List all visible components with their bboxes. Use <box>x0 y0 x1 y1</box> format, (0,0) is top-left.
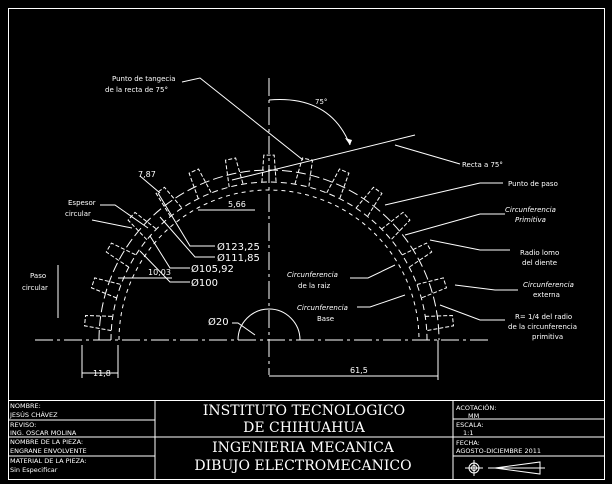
label-circular-pitch-2: circular <box>22 284 48 292</box>
label-root-radius-2: del diente <box>522 259 557 267</box>
dim-100: Ø100 <box>191 277 218 289</box>
pitch-circle <box>98 169 440 341</box>
label-root-radius-1: Radio lomo <box>520 249 559 257</box>
label-base-circle-1: Circunferencia <box>297 304 348 312</box>
tb-material-value: Sin Especificar <box>10 466 58 474</box>
leader-tooth-thickness <box>100 204 149 229</box>
gear-tooth <box>90 277 122 299</box>
leader-111 <box>159 216 215 258</box>
root-circle <box>110 181 428 341</box>
dim-1003: 10,03 <box>148 268 171 277</box>
gear-tooth <box>188 168 212 199</box>
dim-118: 11,8 <box>93 369 111 378</box>
gear-tooth <box>155 186 183 217</box>
label-tooth-thickness-2: circular <box>65 210 91 218</box>
label-tangent-point-2: de la recta de 75° <box>105 86 168 94</box>
leader-fillet-radius <box>439 304 505 321</box>
leader-root-radius <box>429 239 510 251</box>
dim-566: 5,66 <box>228 200 246 209</box>
label-circular-pitch-1: Paso <box>30 272 46 280</box>
dim-111: Ø111,85 <box>217 252 260 264</box>
gear-tooth <box>224 157 244 188</box>
leader-line75 <box>394 144 461 165</box>
projection-symbol <box>465 460 545 476</box>
leader-pitch-point <box>384 182 503 206</box>
tb-course: DIBUJO ELECTROMECANICO <box>194 458 411 474</box>
gear-tooth <box>326 168 350 199</box>
leader-123 <box>157 192 215 247</box>
label-base-circle-2: Base <box>317 315 334 323</box>
label-fillet-radius-3: primitiva <box>532 333 563 341</box>
tb-acotacion-label: ACOTACIÓN: <box>456 403 496 412</box>
gear-tooth <box>416 277 448 299</box>
tb-nombre-label: NOMBRE: <box>10 402 41 410</box>
label-outer-circle-1: Circunferencia <box>523 281 574 289</box>
leader-root-circle <box>350 264 396 279</box>
tb-reviso-label: REVISO: <box>10 421 36 429</box>
gear-tooth <box>261 154 277 183</box>
dim-105: Ø105,92 <box>191 263 234 275</box>
label-fillet-radius-1: R= 1/4 del radio <box>515 313 572 321</box>
tb-nombre-value: JESÚS CHÁVEZ <box>9 410 58 419</box>
label-tangent-point-1: Punto de tangecia <box>112 75 176 83</box>
leader-base-circle <box>357 294 406 308</box>
label-pitch-point: Punto de paso <box>508 180 558 188</box>
label-line75: Recta a 75° <box>462 161 503 169</box>
title-block: NOMBRE: JESÚS CHÁVEZ REVISO: ING. OSCAR … <box>8 400 605 480</box>
gear-tooth <box>83 314 113 332</box>
angle-arrow <box>345 138 352 145</box>
angle-arc <box>268 99 351 146</box>
label-root-circle-1: Circunferencia <box>287 271 338 279</box>
label-pitch-circle-1: Circunferencia <box>505 206 556 214</box>
tb-pieza-value: ENGRANE ENVOLVENTE <box>10 447 87 455</box>
line-75 <box>231 134 416 181</box>
dim-787-line <box>139 175 161 194</box>
gear-tooth <box>105 242 137 268</box>
tb-institute-1: INSTITUTO TECNOLOGICO <box>203 403 405 419</box>
dim-20: Ø20 <box>208 316 229 328</box>
gear-tooth <box>294 157 314 188</box>
gear-geometry <box>83 154 455 341</box>
label-outer-circle-2: externa <box>533 291 560 299</box>
label-pitch-circle-2: Primitiva <box>515 216 546 224</box>
tb-material-label: MATERIAL DE LA PIEZA: <box>10 457 87 465</box>
tb-pieza-label: NOMBRE DE LA PIEZA: <box>10 438 83 446</box>
tb-dept: INGENIERIA MECANICA <box>212 440 395 456</box>
label-angle: 75° <box>315 98 327 106</box>
leader-pitch-circle <box>404 213 505 236</box>
dim-615: 61,5 <box>350 366 368 375</box>
hub-bore <box>237 308 301 341</box>
gear-tooth <box>401 242 433 268</box>
label-root-circle-2: de la raiz <box>298 282 331 290</box>
dim-787: 7,87 <box>138 170 156 179</box>
tb-fecha-value: AGOSTO-DICIEMBRE 2011 <box>456 447 541 455</box>
label-fillet-radius-2: de la circunferencia <box>508 323 577 331</box>
base-circle <box>118 189 420 341</box>
gear-tooth <box>355 186 383 217</box>
tb-reviso-value: ING. OSCAR MOLINA <box>10 429 77 437</box>
leader-100 <box>139 250 190 283</box>
leader-outer-circle <box>454 284 518 291</box>
dim-tooth-thickness-arc <box>91 219 133 229</box>
tb-escala-label: ESCALA: <box>456 421 484 429</box>
tb-fecha-label: FECHA: <box>456 439 480 447</box>
tb-acotacion-value: MM <box>468 412 479 420</box>
gear-tooth <box>425 314 455 332</box>
leader-105 <box>149 235 190 269</box>
dim-123: Ø123,25 <box>217 241 260 253</box>
gear-tooth <box>381 211 411 241</box>
label-tooth-thickness-1: Espesor <box>68 199 96 207</box>
leader-tangent-point <box>181 77 304 161</box>
tb-escala-value: 1:1 <box>463 429 473 437</box>
tb-institute-2: DE CHIHUAHUA <box>243 420 366 436</box>
leader-20 <box>232 322 256 336</box>
